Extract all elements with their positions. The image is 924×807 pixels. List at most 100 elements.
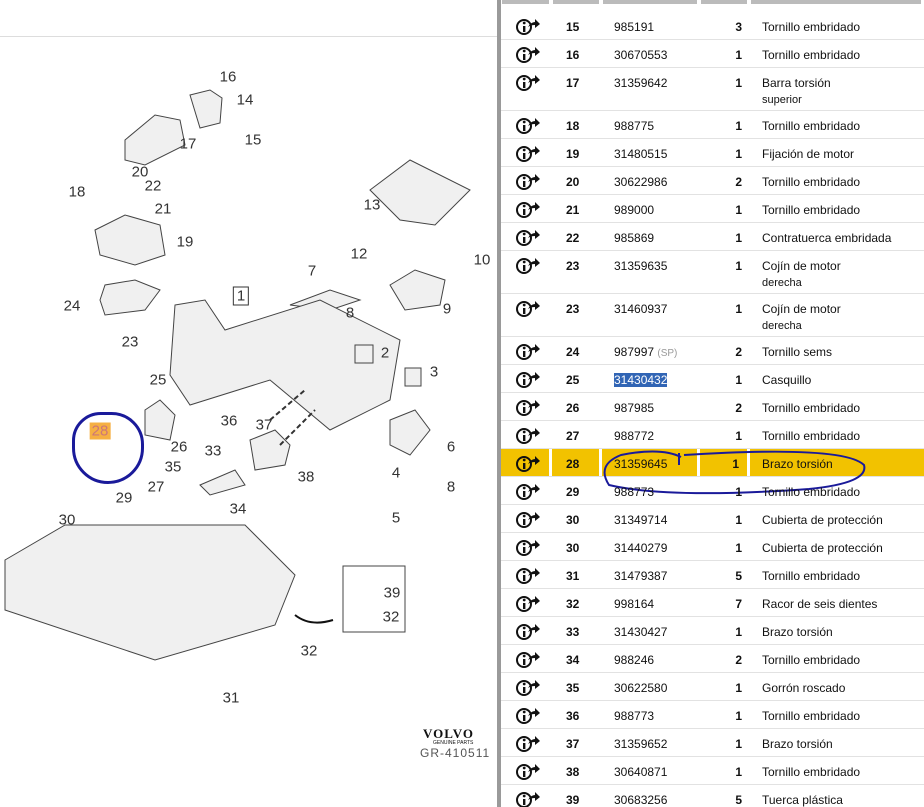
part-number-link[interactable]: 31440279: [614, 541, 668, 555]
callout[interactable]: 2: [380, 344, 390, 362]
info-arrow-icon[interactable]: [516, 117, 540, 135]
callout[interactable]: 32: [382, 608, 400, 626]
callout[interactable]: 12: [350, 245, 368, 263]
info-link-cell[interactable]: [501, 785, 552, 807]
info-link-cell[interactable]: [501, 645, 552, 672]
callout[interactable]: 4: [391, 464, 401, 482]
callout[interactable]: 5: [391, 509, 401, 527]
part-number-link[interactable]: 988773: [614, 709, 655, 723]
part-number-link[interactable]: 30683256: [614, 793, 668, 807]
callout[interactable]: 33: [204, 442, 222, 460]
info-arrow-icon[interactable]: [516, 483, 540, 501]
info-arrow-icon[interactable]: [516, 539, 540, 557]
info-arrow-icon[interactable]: [516, 455, 540, 473]
info-link-cell[interactable]: [501, 68, 552, 110]
info-link-cell[interactable]: [501, 449, 552, 476]
info-link-cell[interactable]: [501, 195, 552, 222]
info-link-cell[interactable]: [501, 337, 552, 364]
part-number-link[interactable]: 985869: [614, 231, 655, 245]
part-number-link[interactable]: 988246: [614, 653, 655, 667]
callout[interactable]: 19: [176, 233, 194, 251]
info-arrow-icon[interactable]: [516, 371, 540, 389]
callout[interactable]: 29: [115, 489, 133, 507]
info-arrow-icon[interactable]: [516, 623, 540, 641]
info-link-cell[interactable]: [501, 561, 552, 588]
info-arrow-icon[interactable]: [516, 201, 540, 219]
info-arrow-icon[interactable]: [516, 229, 540, 247]
info-arrow-icon[interactable]: [516, 173, 540, 191]
info-link-cell[interactable]: [501, 251, 552, 293]
info-link-cell[interactable]: [501, 757, 552, 784]
callout[interactable]: 3: [429, 363, 439, 381]
callout[interactable]: 37: [255, 416, 273, 434]
callout[interactable]: 24: [63, 297, 81, 315]
info-link-cell[interactable]: [501, 12, 552, 39]
info-link-cell[interactable]: [501, 701, 552, 728]
panel-splitter[interactable]: [497, 0, 501, 807]
info-arrow-icon[interactable]: [516, 18, 540, 36]
part-number-link[interactable]: 31359652: [614, 737, 668, 751]
callout[interactable]: 39: [383, 584, 401, 602]
part-number-link[interactable]: 30622580: [614, 681, 668, 695]
callout[interactable]: 6: [446, 438, 456, 456]
callout[interactable]: 13: [363, 196, 381, 214]
callout[interactable]: 14: [236, 91, 254, 109]
callout-boxed[interactable]: 1: [232, 286, 250, 306]
part-number-link[interactable]: 31359645: [614, 457, 668, 471]
part-number-link[interactable]: 988775: [614, 119, 655, 133]
info-arrow-icon[interactable]: [516, 427, 540, 445]
callout[interactable]: 22: [144, 177, 162, 195]
part-number-link[interactable]: 987997: [614, 345, 655, 359]
callout[interactable]: 30: [58, 511, 76, 529]
callout[interactable]: 16: [219, 68, 237, 86]
info-arrow-icon[interactable]: [516, 707, 540, 725]
callout[interactable]: 25: [149, 371, 167, 389]
part-number-link[interactable]: 30622986: [614, 175, 668, 189]
info-link-cell[interactable]: [501, 167, 552, 194]
callout[interactable]: 26: [170, 438, 188, 456]
callout[interactable]: 18: [68, 183, 86, 201]
info-arrow-icon[interactable]: [516, 763, 540, 781]
info-arrow-icon[interactable]: [516, 399, 540, 417]
info-arrow-icon[interactable]: [516, 343, 540, 361]
part-number-link[interactable]: 31430432: [614, 373, 668, 387]
info-link-cell[interactable]: [501, 40, 552, 67]
callout[interactable]: 34: [229, 500, 247, 518]
callout[interactable]: 7: [307, 262, 317, 280]
info-link-cell[interactable]: [501, 139, 552, 166]
callout[interactable]: 9: [442, 300, 452, 318]
info-arrow-icon[interactable]: [516, 300, 540, 318]
part-number-link[interactable]: 30640871: [614, 765, 668, 779]
part-number-link[interactable]: 31359635: [614, 259, 668, 273]
callout[interactable]: 20: [131, 163, 149, 181]
callout[interactable]: 31: [222, 689, 240, 707]
callout[interactable]: 21: [154, 200, 172, 218]
part-number-link[interactable]: 31349714: [614, 513, 668, 527]
callout[interactable]: 36: [220, 412, 238, 430]
info-arrow-icon[interactable]: [516, 46, 540, 64]
callout[interactable]: 15: [244, 131, 262, 149]
callout[interactable]: 38: [297, 468, 315, 486]
info-link-cell[interactable]: [501, 111, 552, 138]
